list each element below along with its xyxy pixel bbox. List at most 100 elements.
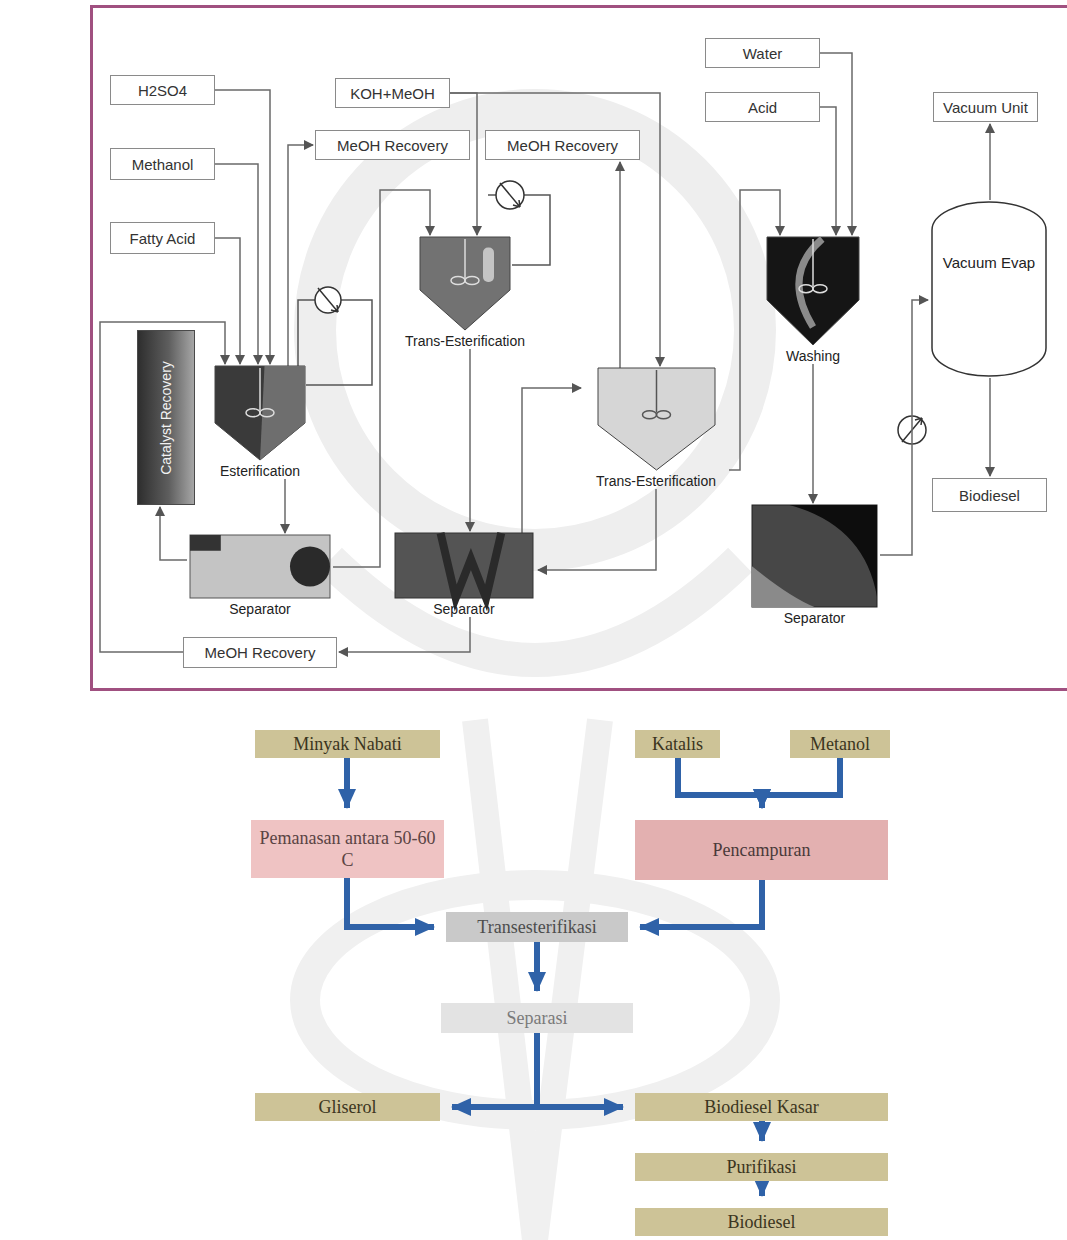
node-label: Separasi [501, 1007, 574, 1030]
drum-shade [190, 535, 221, 551]
flow-arrow [762, 758, 840, 808]
node-label: Biodiesel [722, 1211, 802, 1234]
process-line [989, 378, 991, 476]
vessel-body [215, 366, 305, 460]
node-label: Acid [748, 99, 777, 116]
condenser-loop [488, 194, 496, 196]
equipment-label: Separator [187, 601, 333, 617]
process-line [215, 90, 270, 364]
process-box: Biodiesel Kasar [635, 1093, 888, 1121]
condenser-loop [306, 300, 372, 385]
stirrer-blade [260, 409, 274, 417]
watermark-ring [315, 110, 755, 550]
drum-shape [190, 535, 330, 598]
equipment-label: Trans-Esterification [392, 333, 538, 349]
flow-arrow [452, 1033, 537, 1107]
drum-body [752, 505, 877, 607]
flow-arrow [759, 1121, 765, 1141]
equipment-label: Separator [392, 601, 536, 617]
node-label: MeOH Recovery [205, 644, 316, 661]
reactor-vessel: Washing [760, 237, 866, 364]
stirrer-blade [799, 285, 813, 293]
node-label: KOH+MeOH [350, 85, 435, 102]
node-label: Pencampuran [707, 839, 817, 862]
node-label: MeOH Recovery [337, 137, 448, 154]
node-label: Purifikasi [721, 1156, 803, 1179]
reactor-vessel: Trans-Esterification [392, 237, 538, 349]
node-label: Methanol [132, 156, 194, 173]
stirrer-blade [451, 276, 465, 284]
stream-box: KOH+MeOH [335, 78, 450, 108]
process-line [339, 617, 470, 652]
plant-frame [92, 7, 1067, 690]
stirrer-blade [813, 285, 827, 293]
stirrer-shaft [655, 370, 657, 412]
vessel-body [598, 368, 715, 470]
process-line [619, 162, 621, 368]
node-label: Katalis [646, 733, 709, 756]
process-line [160, 507, 187, 560]
equipment-label: Separator [749, 610, 880, 626]
flow-arrow [347, 878, 434, 927]
process-line [538, 489, 656, 570]
process-box: Transesterifikasi [446, 912, 628, 942]
process-line [284, 479, 286, 533]
node-label: Catalyst Recovery [158, 361, 174, 475]
vessel-shape [598, 368, 715, 470]
reactor-vessel: Trans-Esterification [583, 368, 729, 489]
separator-drum: Separator [392, 533, 536, 617]
drum-shape [752, 505, 877, 607]
drum-shade [752, 566, 815, 607]
watermark-arc [330, 560, 740, 660]
recovery-column: Catalyst Recovery [137, 330, 195, 505]
process-line [729, 190, 780, 470]
node-label: H2SO4 [138, 82, 187, 99]
process-line [820, 107, 836, 235]
process-box: Metanol [790, 730, 890, 758]
process-line [812, 364, 814, 503]
flow-arrow [344, 758, 350, 808]
stream-box: Biodiesel [932, 478, 1047, 512]
condenser-arrow [318, 288, 338, 312]
vessel-body [767, 237, 859, 345]
stirrer-blade [465, 276, 479, 284]
process-line [450, 93, 477, 235]
watermark-stem [475, 720, 600, 1240]
watermark-ellipse [305, 885, 765, 1115]
flow-arrow [640, 880, 762, 927]
process-line [820, 53, 852, 235]
stirrer-blade [656, 411, 670, 419]
vessel-shape [767, 237, 859, 345]
separator-drum: Separator [187, 535, 333, 617]
process-line [469, 349, 471, 531]
drum-body [190, 535, 330, 598]
node-label: Vacuum Evap [943, 254, 1035, 271]
stirrer-shaft [464, 239, 466, 278]
process-line [522, 388, 581, 533]
process-line [450, 93, 660, 366]
drum-shade [790, 505, 878, 597]
reactor-vessel: Esterification [197, 366, 323, 479]
separator-drum: Separator [749, 505, 880, 626]
node-label: Transesterifikasi [471, 916, 602, 939]
vessel-shape [420, 237, 510, 330]
stream-box: MeOH Recovery [183, 637, 337, 668]
vessel-shape [215, 366, 305, 460]
node-label: Pemanasan antara 50-60 C [251, 827, 444, 872]
vessel-body [420, 237, 510, 330]
evaporator-vessel: Vacuum Evap [930, 200, 1048, 378]
vessel-shade [799, 239, 822, 327]
vessel-shade [260, 366, 305, 460]
stirrer-shaft [812, 239, 814, 286]
process-line [880, 300, 928, 555]
flow-arrow [759, 1181, 765, 1196]
process-box: Katalis [635, 730, 720, 758]
process-line [100, 322, 225, 652]
vessel-shade [483, 248, 494, 282]
drum-shape [395, 533, 533, 598]
process-line [215, 164, 258, 364]
stream-box: MeOH Recovery [315, 130, 470, 160]
